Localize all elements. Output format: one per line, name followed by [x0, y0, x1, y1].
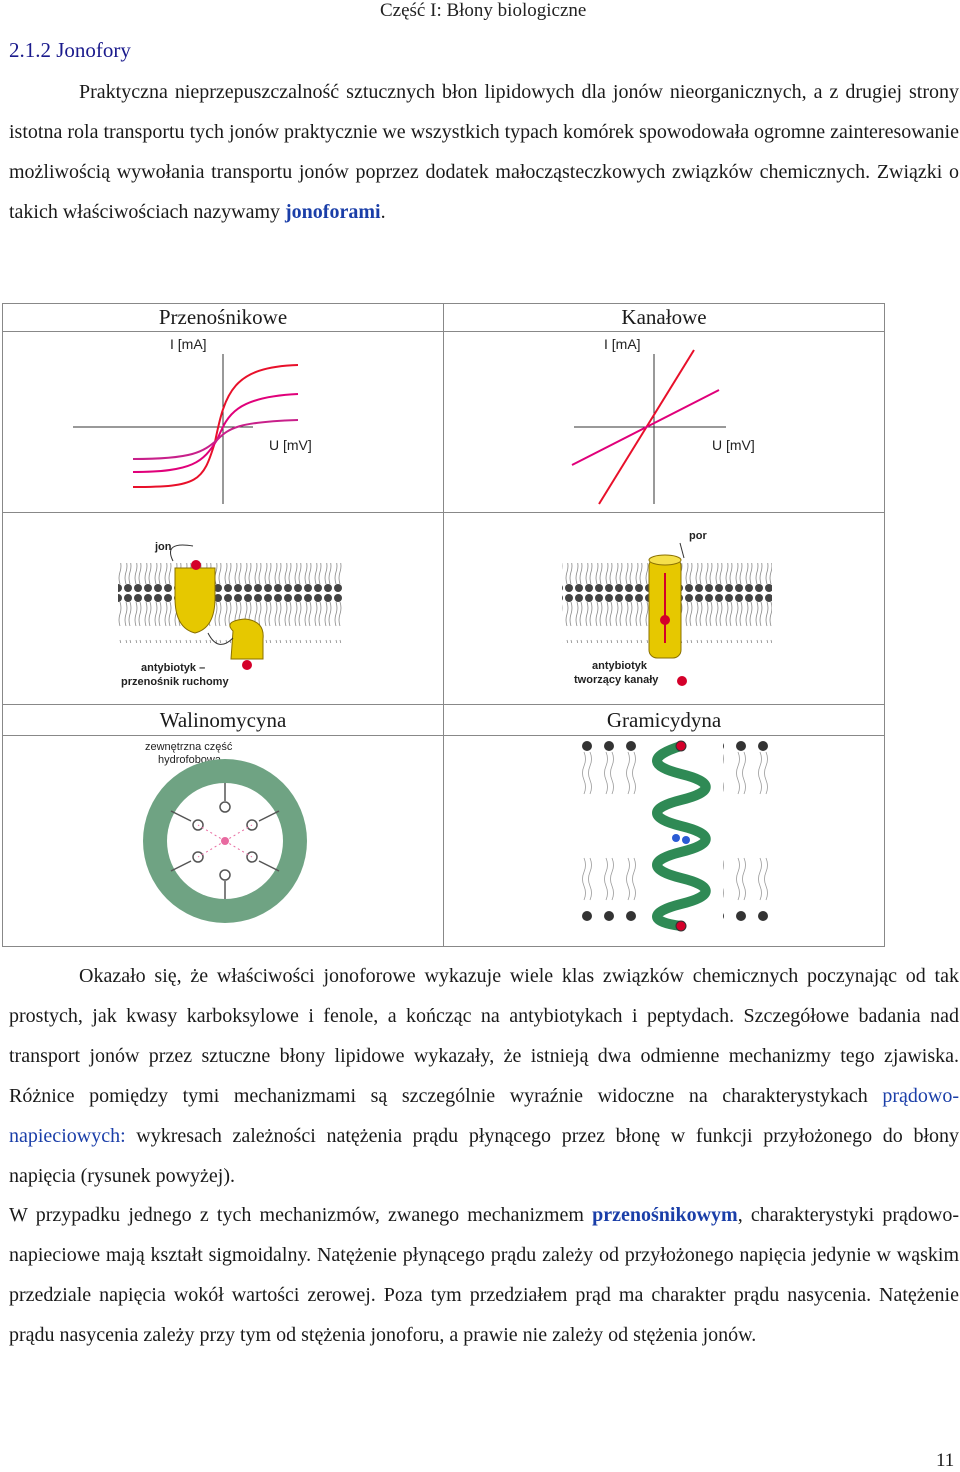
carrier-caption-2: przenośnik ruchomy — [121, 676, 229, 688]
carbonyl-groups — [170, 783, 280, 899]
carrier-curve-mid — [132, 393, 299, 473]
helix-gap — [639, 736, 723, 931]
ion-arrow — [170, 544, 194, 562]
c-terminus-top-icon — [675, 740, 687, 752]
iv-chart-channel-svg: I [mA] U [mV] — [571, 336, 755, 505]
intro-end: . — [380, 201, 386, 223]
section-title: Jonofory — [56, 38, 131, 62]
movement-arrow — [207, 632, 234, 645]
valinomycin-illustration: zewnętrzna część hydrofobowa — [2, 735, 444, 947]
ion-icon — [191, 560, 201, 570]
carrier-illustration-svg: jon antybiotyk – przenośnik ruchomy — [118, 541, 343, 688]
gramicidin-helix — [652, 741, 711, 931]
term-iv: prądowo-napieciowych: — [9, 1085, 959, 1147]
body-text-1: Okazało się, że właściwości jonoforowe w… — [9, 965, 959, 1107]
y-axis-label: I [mA] — [604, 336, 641, 352]
body-text-1-end: wykresach zależności natężenia prądu pły… — [9, 1125, 959, 1187]
intro-paragraph: Praktyczna nieprzepuszczalność sztucznyc… — [9, 72, 959, 232]
term-jonofory: jonoforami — [285, 201, 381, 223]
carrier-illustration: jon antybiotyk – przenośnik ruchomy — [2, 512, 444, 705]
gramicidin-svg — [582, 736, 780, 932]
coordination-lines — [197, 824, 253, 858]
running-header: Część I: Błony biologiczne — [380, 0, 587, 21]
lipid-bilayer — [118, 563, 343, 643]
channel-opening — [648, 554, 682, 566]
carrier-caption-1: antybiotyk – — [141, 662, 205, 674]
body-text-2-end: , charakterystyki prądowo-napieciowe maj… — [9, 1204, 959, 1346]
body-text-2: W przypadku jednego z tych mechanizmów, … — [9, 1204, 593, 1226]
body-paragraph-2: W przypadku jednego z tych mechanizmów, … — [9, 1195, 959, 1355]
name-gramicidin: Gramicydyna — [443, 704, 885, 736]
n-terminus-icon-1 — [672, 834, 680, 842]
name-valinomycin: Walinomycyna — [2, 704, 444, 736]
channel-caption-2: tworzący kanały — [574, 674, 659, 686]
body-paragraph-1: Okazało się, że właściwości jonoforowe w… — [9, 956, 959, 1196]
valinomycin-svg: zewnętrzna część hydrofobowa — [143, 741, 307, 923]
channel-illustration-svg: por antybiotyk tworzący kanały — [562, 530, 772, 686]
c-terminus-bottom-icon — [675, 920, 687, 932]
ion-exit-icon — [677, 676, 687, 686]
ion-in-channel-icon — [660, 615, 670, 625]
x-axis-label: U [mV] — [712, 437, 755, 453]
valino-label-1: zewnętrzna część — [145, 741, 233, 753]
pore-label: por — [689, 530, 707, 542]
y-axis-label: I [mA] — [170, 336, 207, 352]
carrier-curve-high — [132, 364, 299, 488]
term-carrier: przenośnikowym — [592, 1204, 738, 1226]
section-heading: 2.1.2 Jonofory — [9, 38, 131, 63]
iv-chart-channel: I [mA] U [mV] — [443, 331, 885, 513]
channel-line-shallow — [571, 389, 720, 466]
intro-text: Praktyczna nieprzepuszczalność sztucznyc… — [9, 81, 959, 223]
page-number: 11 — [936, 1450, 955, 1471]
carrier-molecule-top — [174, 567, 216, 634]
iv-chart-carrier: I [mA] U [mV] — [2, 331, 444, 513]
header-carrier: Przenośnikowe — [2, 303, 444, 332]
channel-illustration: por antybiotyk tworzący kanały — [443, 512, 885, 705]
ion-released-icon — [242, 660, 252, 670]
n-terminus-icon-2 — [682, 836, 690, 844]
gramicidin-illustration — [443, 735, 885, 947]
header-channel: Kanałowe — [443, 303, 885, 332]
ion-label: jon — [154, 541, 172, 553]
figure-table: Przenośnikowe Kanałowe I [mA] U [mV] I [… — [2, 303, 885, 947]
section-number: 2.1.2 — [9, 38, 51, 62]
x-axis-label: U [mV] — [269, 437, 312, 453]
pore-pointer — [679, 542, 685, 559]
carrier-molecule-bottom — [229, 618, 264, 660]
channel-caption-1: antybiotyk — [592, 660, 648, 672]
iv-chart-carrier-svg: I [mA] U [mV] — [73, 336, 312, 504]
carrier-curve-low — [132, 419, 299, 460]
